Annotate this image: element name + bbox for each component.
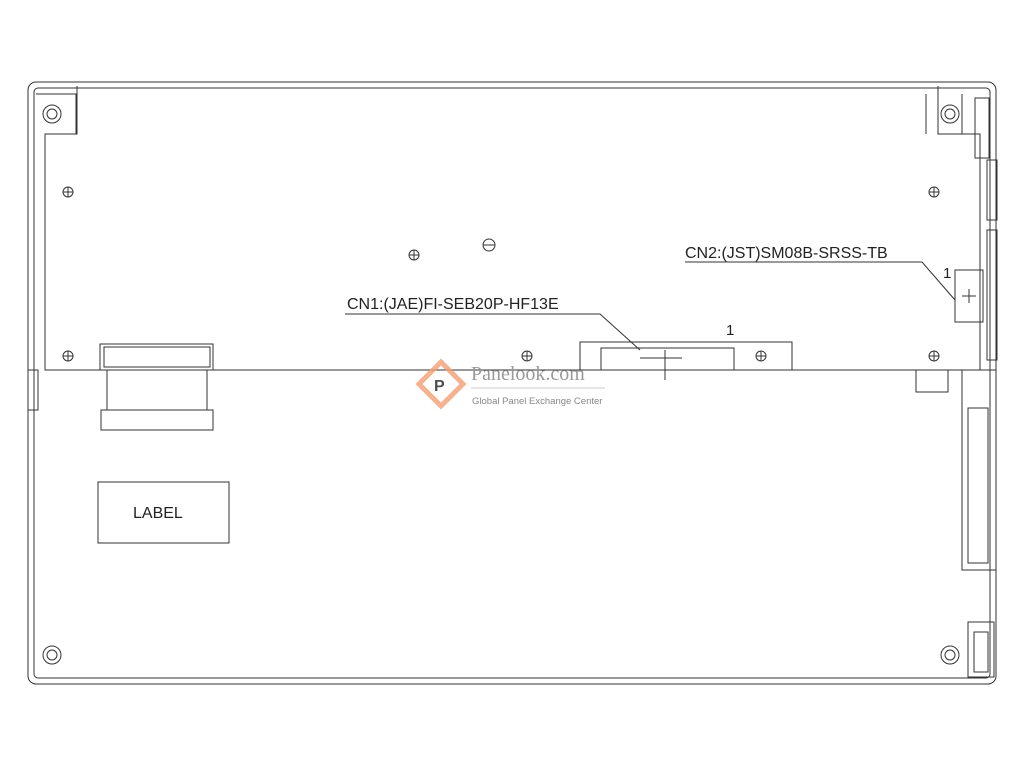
cn1-connector xyxy=(345,313,793,380)
label-box xyxy=(97,481,230,544)
mounting-holes xyxy=(42,104,960,665)
watermark-brand: Panelook.com xyxy=(471,363,585,385)
cn2-connector xyxy=(685,261,984,323)
cn2-pin1: 1 xyxy=(943,265,951,282)
cn1-label: CN1:(JAE)FI-SEB20P-HF13E xyxy=(347,296,559,313)
cn2-label: CN2:(JST)SM08B-SRSS-TB xyxy=(685,245,888,262)
fpc-cable xyxy=(99,343,214,431)
pcb-board xyxy=(44,86,981,371)
label-box-text: LABEL xyxy=(133,505,183,522)
cn1-pin1: 1 xyxy=(726,322,734,339)
screws xyxy=(62,186,940,362)
svg-text:P: P xyxy=(434,378,445,395)
watermark-tagline: Global Panel Exchange Center xyxy=(472,396,602,407)
watermark-logo: P xyxy=(415,358,467,410)
inner-outline xyxy=(33,87,991,679)
